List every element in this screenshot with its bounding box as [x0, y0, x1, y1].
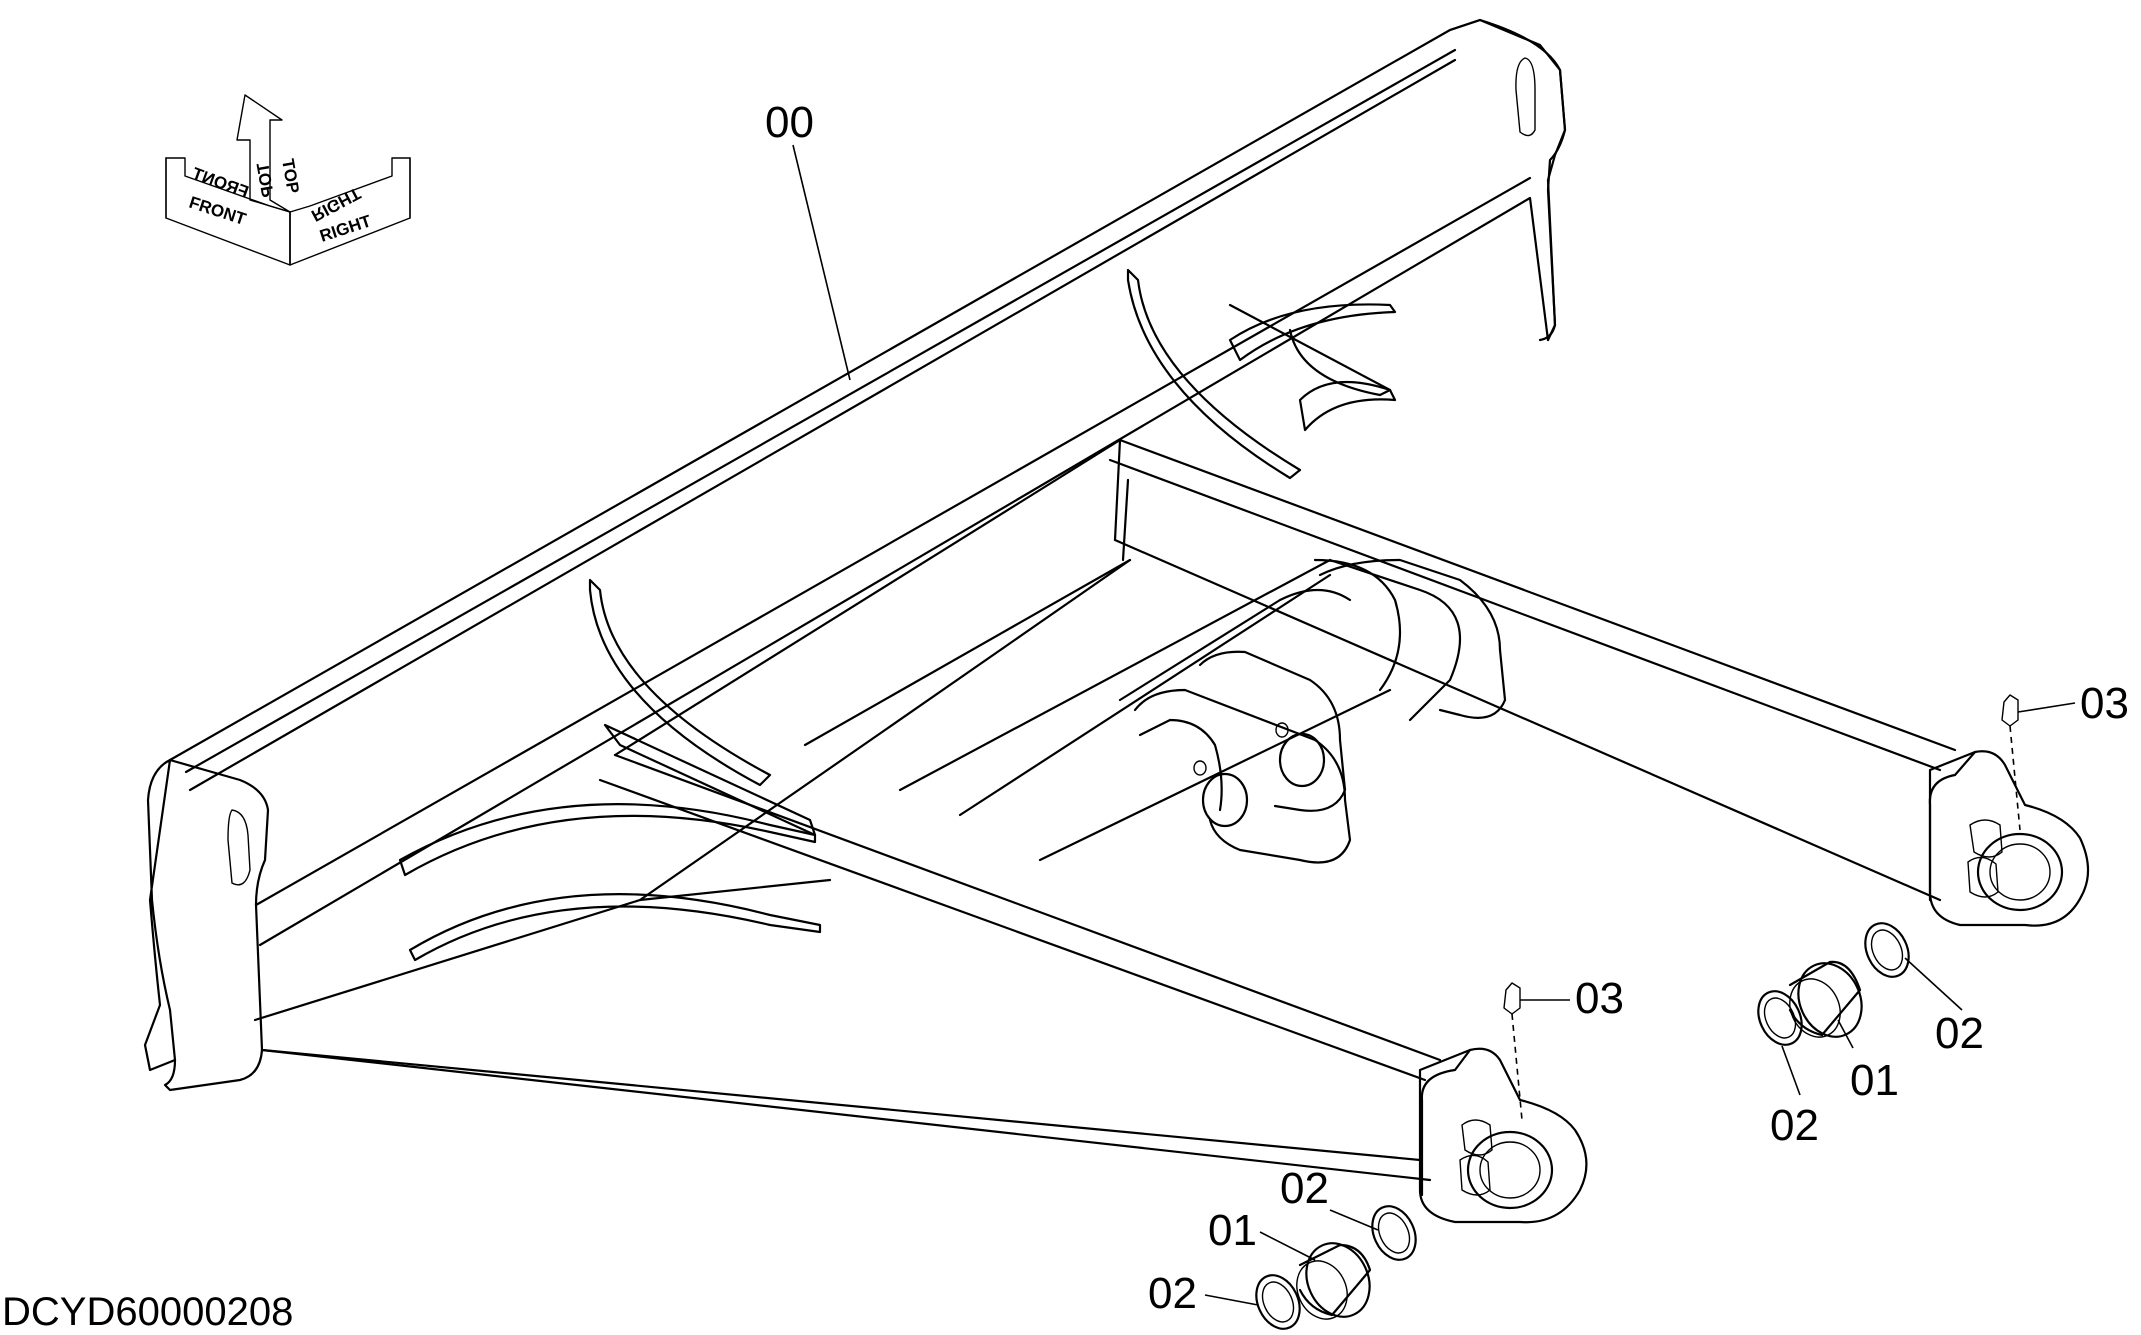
- loose-parts-drawing: [1255, 694, 2021, 1330]
- callout-ring-right-lower: 02: [1770, 1101, 1819, 1150]
- orientation-indicator: FRONT FRONT TOP TOP RIGHT RIGHT: [165, 94, 411, 266]
- callout-bushing-left: 01: [1208, 1206, 1257, 1255]
- callout-bushing-right: 01: [1850, 1056, 1899, 1105]
- callout-fitting-left: 03: [1575, 974, 1624, 1023]
- callout-ring-left-lower: 02: [1148, 1269, 1197, 1318]
- callout-fitting-right: 03: [2080, 679, 2129, 728]
- drawing-code: DCYD60000208: [2, 1290, 293, 1334]
- callout-frame: 00: [765, 98, 814, 147]
- blade-frame-drawing: [143, 18, 2090, 1224]
- callout-ring-right-upper: 02: [1935, 1009, 1984, 1058]
- orientation-top-label: TOP: [278, 157, 303, 194]
- callout-ring-left-upper: 02: [1280, 1164, 1329, 1213]
- leader-lines: [792, 144, 2076, 1306]
- orientation-top-label-flipped: TOP: [253, 161, 278, 198]
